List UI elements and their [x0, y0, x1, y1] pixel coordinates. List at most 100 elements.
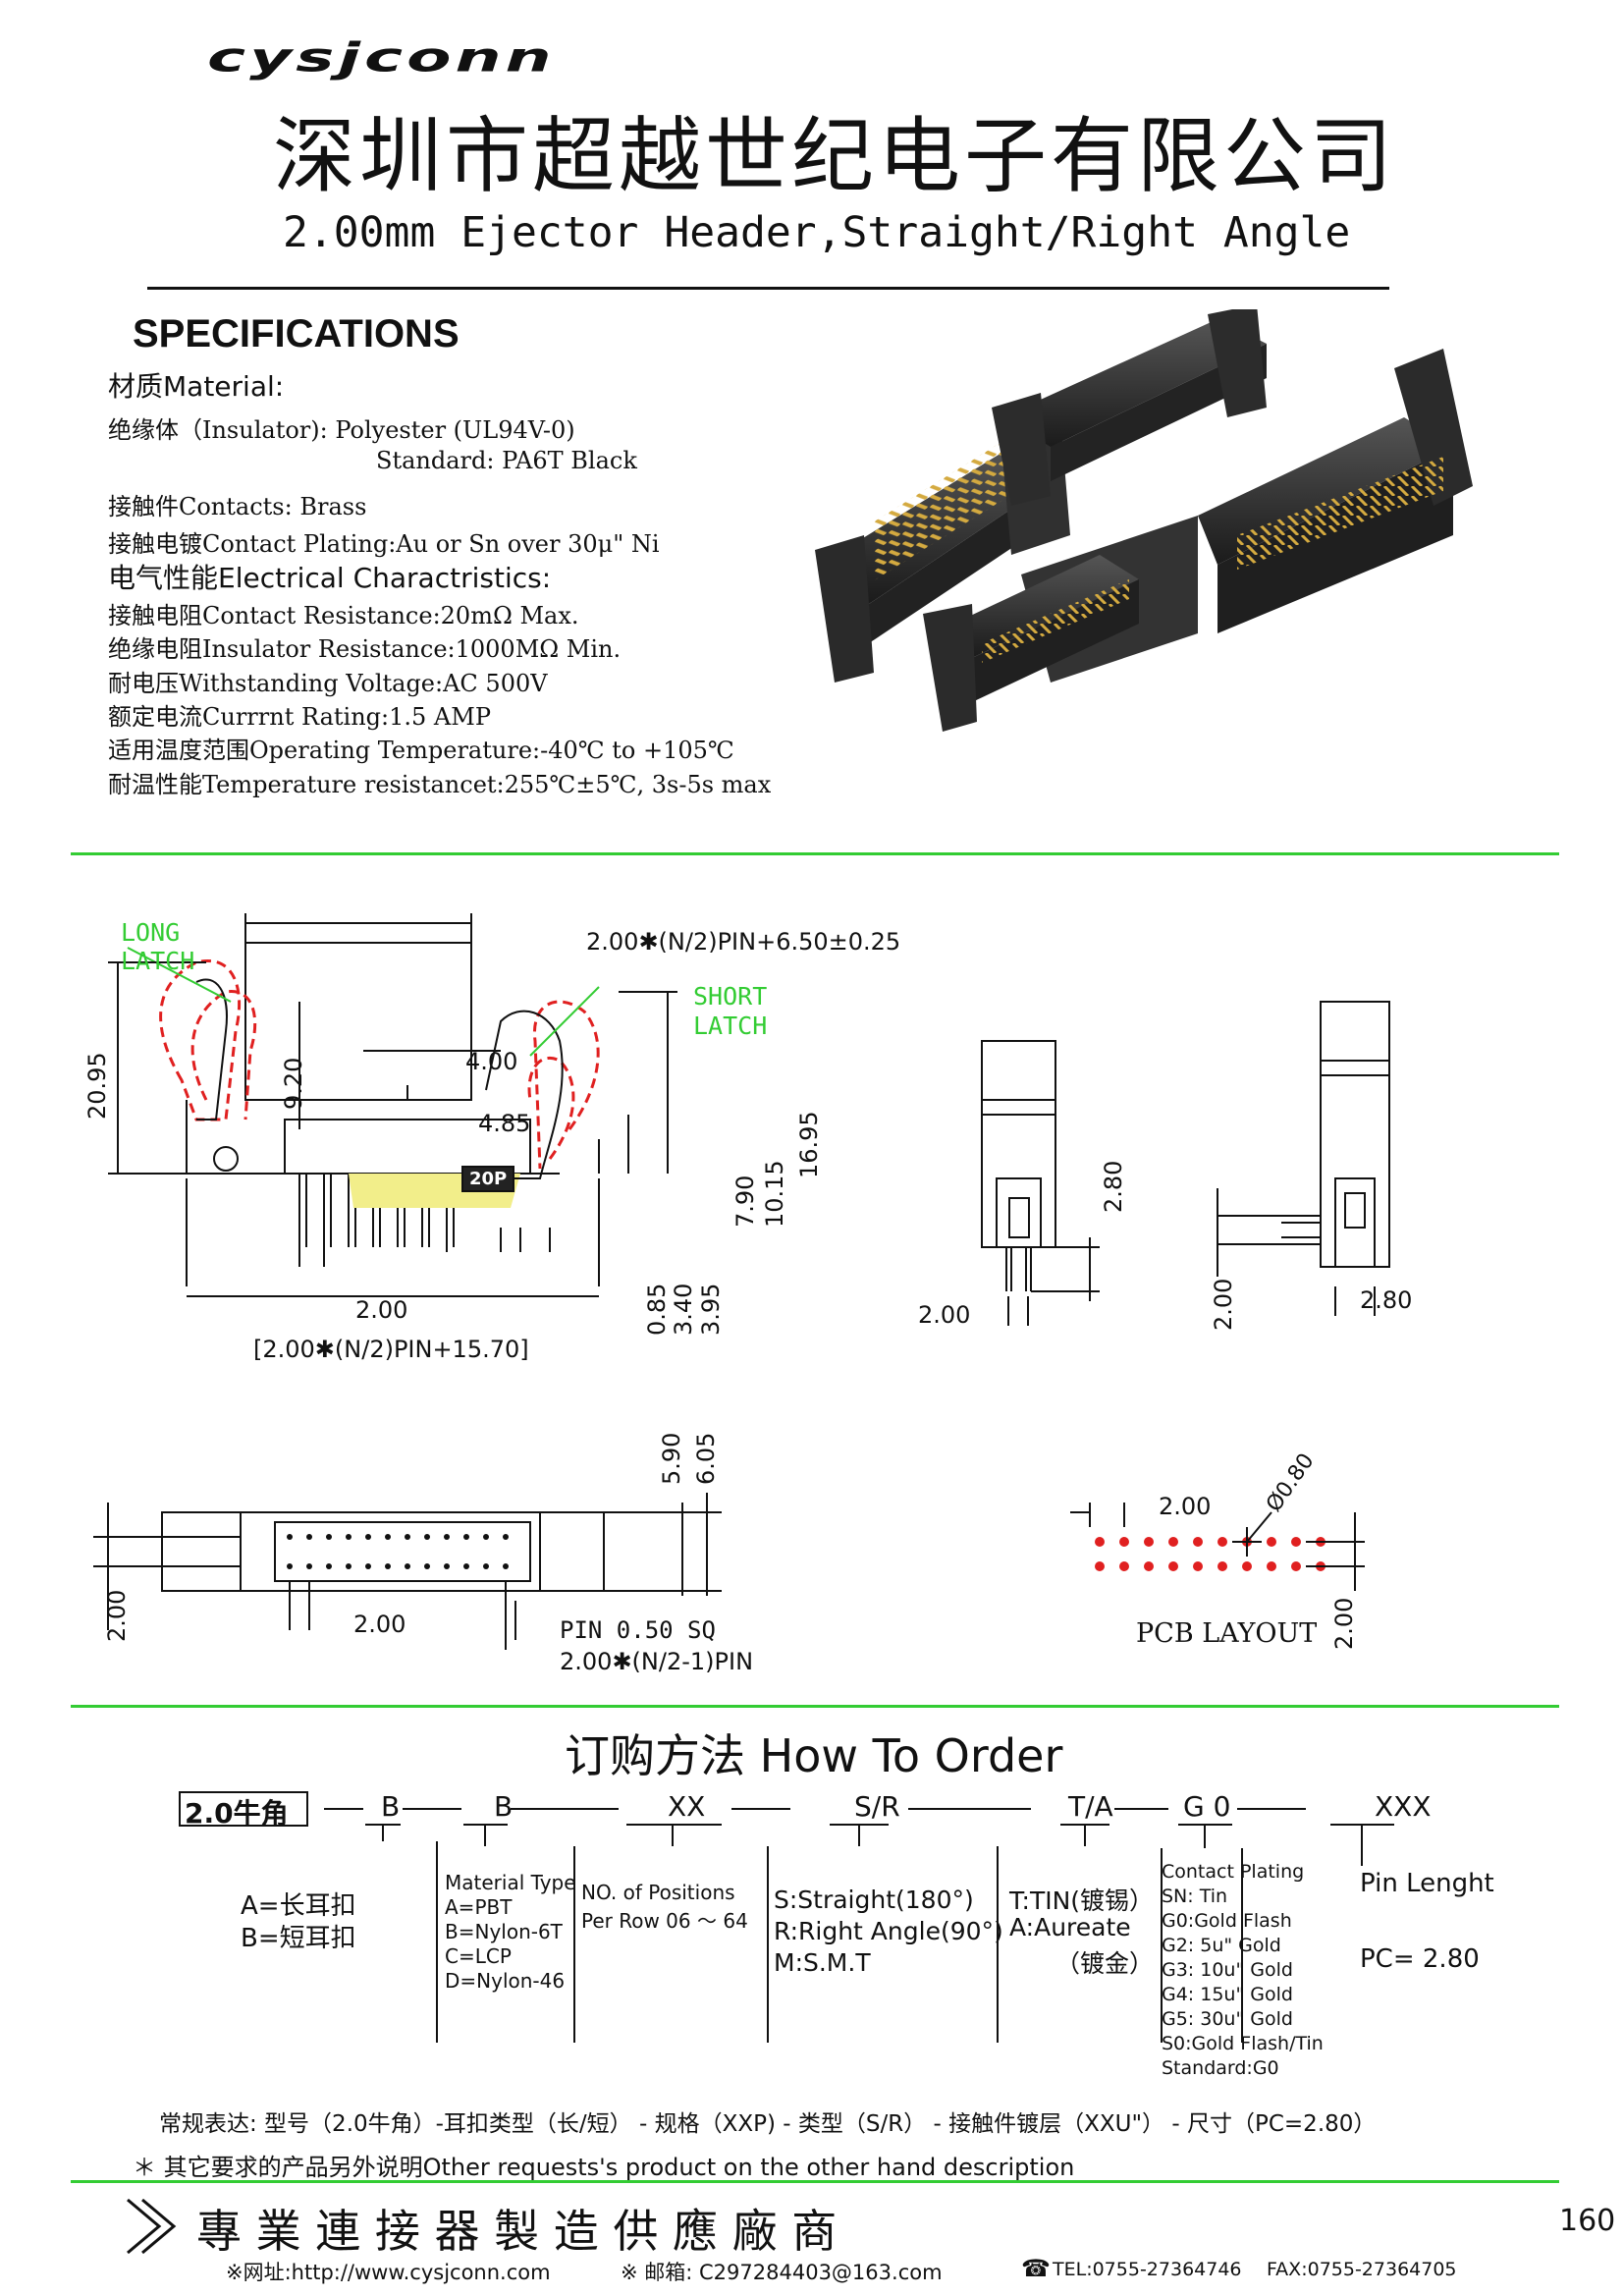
- chevron-icon: [118, 2192, 196, 2261]
- spec-resistance: 接触电阻Contact Resistance:20mΩ Max.: [108, 602, 579, 629]
- plating-g3: G3: 10u" Gold: [1162, 1959, 1293, 1981]
- page-number: 160: [1559, 2204, 1616, 2238]
- dim-20-95: 20.95: [83, 1052, 111, 1120]
- dim-pitch-2-00: 2.00: [355, 1296, 408, 1324]
- plating-g0: G0:Gold Flash: [1162, 1910, 1292, 1932]
- type-straight: S:Straight(180°): [774, 1886, 974, 1914]
- top-view-pins: [287, 1534, 509, 1569]
- material-type-c: C=LCP: [445, 1944, 512, 1968]
- latch-option-a: A=长耳扣: [241, 1891, 356, 1921]
- spec-standard: Standard: PA6T Black: [376, 447, 637, 474]
- footer-fax: FAX:0755-27364705: [1267, 2259, 1457, 2280]
- order-code-pin: XXX: [1375, 1790, 1432, 1823]
- dim-3-95: 3.95: [697, 1283, 725, 1336]
- side-dim-2-80: 2.80: [1100, 1160, 1127, 1213]
- divider-3: [71, 2180, 1559, 2183]
- dim-pitch-pins: 2.00✱(N/2-1)PIN: [560, 1648, 754, 1675]
- short-latch-label-1: SHORT: [693, 982, 768, 1011]
- top-dim-6-05: 6.05: [692, 1432, 720, 1485]
- material-type-a: A=PBT: [445, 1895, 513, 1919]
- spec-plating: 接触电镀Contact Plating:Au or Sn over 30μ" N…: [108, 530, 660, 558]
- spec-current: 额定电流Currrnt Rating:1.5 AMP: [108, 703, 491, 731]
- product-photo: [805, 304, 1561, 781]
- top-dim-5-90: 5.90: [658, 1432, 685, 1485]
- positions-range: Per Row 06 ～ 64: [581, 1909, 748, 1933]
- plating-g4: G4: 15u" Gold: [1162, 1984, 1293, 2005]
- order-code-positions: XX: [668, 1790, 706, 1823]
- brand-logo-text: cysjconn: [207, 34, 555, 82]
- material-type-head: Material Type: [445, 1871, 576, 1894]
- material-type-d: D=Nylon-46: [445, 1969, 566, 1993]
- long-latch-label-2: LATCH: [121, 947, 195, 975]
- type-smt: M:S.M.T: [774, 1948, 871, 1977]
- ra-dim-2-80: 2.80: [1360, 1286, 1413, 1314]
- spec-temp-resistance: 耐温性能Temperature resistancet:255℃±5℃, 3s-…: [108, 771, 772, 798]
- other-request-note: ＊ 其它要求的产品另外说明Other requests's product on…: [133, 2154, 1075, 2181]
- pcb-dim-2-00-v: 2.00: [1330, 1597, 1358, 1650]
- product-title: 2.00mm Ejector Header,Straight/Right Ang…: [283, 208, 1351, 257]
- plating-head: Contact Plating: [1162, 1861, 1305, 1883]
- top-dim-2-00-v: 2.00: [103, 1589, 131, 1642]
- dim-16-95: 16.95: [795, 1111, 823, 1178]
- connector-photo-4: [923, 555, 1139, 732]
- short-latch-label-2: LATCH: [693, 1011, 768, 1040]
- body-outline: [244, 942, 472, 1101]
- order-code-material: B: [494, 1790, 514, 1823]
- material-type-b: B=Nylon-6T: [445, 1920, 563, 1943]
- company-name: 深圳市超越世纪电子有限公司: [273, 108, 1397, 204]
- phone-icon: ☎: [1021, 2255, 1051, 2282]
- plating-g2: G2: 5u" Gold: [1162, 1935, 1281, 1956]
- dim-bottom: [2.00✱(N/2)PIN+15.70]: [253, 1336, 529, 1363]
- drawing-top-view: [93, 1434, 761, 1679]
- dim-4-00: 4.00: [465, 1048, 518, 1075]
- order-code-finish: T/A: [1068, 1790, 1113, 1823]
- dim-0-85: 0.85: [643, 1283, 671, 1336]
- pcb-holes: [1095, 1537, 1325, 1571]
- dim-3-40: 3.40: [670, 1283, 697, 1336]
- footer-tel: TEL:0755-27364746: [1053, 2259, 1242, 2280]
- plating-sn: SN: Tin: [1162, 1886, 1228, 1907]
- dim-10-15: 10.15: [761, 1160, 788, 1228]
- spec-insulation: 绝缘电阻Insulator Resistance:1000MΩ Min.: [108, 635, 622, 663]
- top-dim-2-00-h: 2.00: [353, 1611, 406, 1638]
- finish-tin: T:TIN(镀锡）: [1009, 1886, 1155, 1915]
- regular-expression: 常规表达: 型号（2.0牛角）-耳扣类型（长/短） - 规格（XXP) - 类型…: [159, 2111, 1377, 2137]
- brand-logo: cysjconn: [201, 18, 663, 86]
- divider-1: [71, 852, 1559, 855]
- footer-website[interactable]: ※网址:http://www.cysjconn.com: [226, 2261, 551, 2284]
- footer-email[interactable]: ※ 邮箱: C297284403@163.com: [621, 2261, 943, 2284]
- pcb-dim-2-00-h: 2.00: [1159, 1493, 1212, 1520]
- plating-s0: S0:Gold Flash/Tin: [1162, 2033, 1324, 2054]
- drawing-pcb-layout: [1070, 1473, 1384, 1669]
- pin-sq-label: PIN 0.50 SQ: [560, 1616, 716, 1644]
- pcb-layout-label: PCB LAYOUT: [1136, 1618, 1318, 1649]
- spec-voltage: 耐电压Withstanding Voltage:AC 500V: [108, 670, 548, 697]
- ra-dim-2-00: 2.00: [1210, 1278, 1237, 1331]
- dim-top: 2.00✱(N/2)PIN+6.50±0.25: [586, 928, 901, 956]
- drawing-side-view: [972, 1031, 1139, 1345]
- plating-g5: G5: 30u" Gold: [1162, 2008, 1293, 2030]
- divider-2: [71, 1705, 1559, 1708]
- pin-length-head: Pin Lenght: [1360, 1869, 1494, 1898]
- spec-insulator: 绝缘体（Insulator): Polyester (UL94V-0): [108, 416, 575, 444]
- positions-head: NO. of Positions: [581, 1881, 735, 1904]
- connector-photo-2: [992, 304, 1267, 506]
- order-title: 订购方法 How To Order: [565, 1729, 1063, 1782]
- type-right-angle: R:Right Angle(90°): [774, 1917, 1003, 1945]
- finish-aureate: A:Aureate: [1009, 1913, 1131, 1941]
- dim-9-20: 9.20: [280, 1057, 307, 1110]
- spec-contacts: 接触件Contacts: Brass: [108, 493, 367, 520]
- plating-standard: Standard:G0: [1162, 2057, 1279, 2079]
- spec-temperature: 适用温度范围Operating Temperature:-40℃ to +105…: [108, 737, 734, 764]
- specs-heading: SPECIFICATIONS: [133, 312, 460, 355]
- long-latch-label-1: LONG: [121, 918, 181, 947]
- header-rule: [147, 287, 1389, 290]
- dim-4-85: 4.85: [478, 1110, 531, 1137]
- order-code-type: S/R: [854, 1790, 900, 1823]
- footer-slogan: 專 業 連 接 器 製 造 供 應 廠 商: [196, 2205, 838, 2258]
- material-heading: 材质Material:: [108, 370, 285, 403]
- order-code-plating: G 0: [1183, 1790, 1231, 1823]
- badge-20p: 20P: [461, 1166, 515, 1192]
- dim-7-90: 7.90: [731, 1175, 759, 1228]
- side-dim-2-00: 2.00: [918, 1301, 971, 1329]
